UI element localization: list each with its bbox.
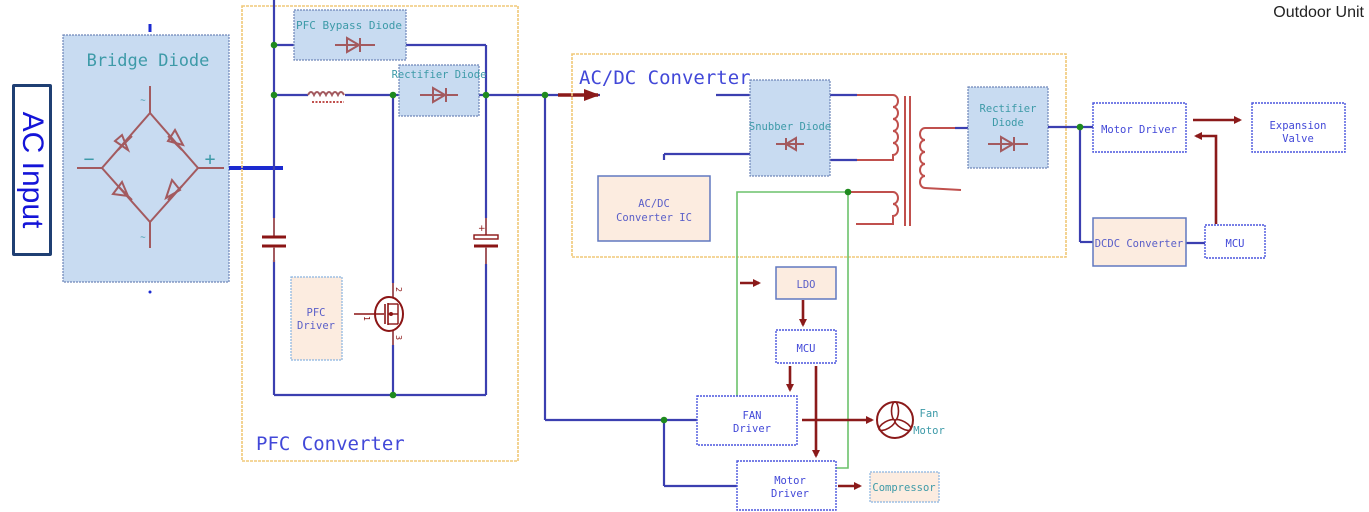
motor-driver-right-label: Motor Driver [1101, 124, 1177, 136]
pfc-output-electrolytic-capacitor: + [473, 218, 499, 264]
pfc-bypass-diode-block: PFC Bypass Diode [293, 9, 407, 61]
pfc-inductor [307, 91, 345, 103]
mosfet-pin-1: 1 [362, 316, 371, 321]
junction-dot [541, 91, 549, 99]
pfc-rectifier-diode-label: Rectifier Diode [392, 69, 487, 81]
junction-dot [1076, 123, 1084, 131]
compressor-block: Compressor [869, 471, 940, 503]
mcu-bottom-label: MCU [797, 343, 816, 355]
pfc-rectifier-diode-block: Rectifier Diode [392, 64, 487, 117]
bridge-ac-tilde-top: ~ [140, 96, 146, 106]
acdc-rectifier-diode-block: Rectifier Diode [967, 86, 1049, 169]
fan-driver-line2: Driver [733, 423, 771, 435]
acdc-ic-line2: Converter IC [616, 212, 692, 224]
fan-driver-line1: FAN [743, 410, 762, 422]
junction-dot [389, 391, 397, 399]
snubber-diode-block: Snubber Diode [749, 79, 831, 177]
bridge-minus-label: − [84, 149, 95, 170]
mcu-block-right: MCU [1204, 224, 1266, 259]
motor-driver-bottom-line2: Driver [771, 488, 809, 500]
junction-dot [660, 416, 668, 424]
junction-dot [389, 91, 397, 99]
acdc-converter-title: AC/DC Converter [579, 67, 751, 89]
dcdc-converter-block: DCDC Converter [1092, 217, 1187, 267]
mcu-block-bottom: MCU [775, 329, 837, 364]
bridge-plus-label: + [205, 149, 216, 170]
bridge-rectifier-symbol [77, 86, 224, 248]
capacitor-plus-label: + [478, 224, 486, 234]
junction-dot [844, 188, 852, 196]
pfc-converter-title: PFC Converter [256, 433, 405, 455]
bridge-diode-title: Bridge Diode [87, 51, 210, 71]
bridge-diode-block: Bridge Diode − + ~ ~ [62, 24, 230, 294]
pfc-driver-line1: PFC [307, 307, 326, 319]
expansion-valve-line2: Valve [1282, 133, 1314, 145]
fan-motor-line2: Motor [913, 425, 945, 437]
fan-motor-icon [876, 401, 914, 439]
junction-dot [482, 91, 490, 99]
acdc-converter-ic-block: AC/DC Converter IC [597, 175, 711, 242]
expansion-valve-block: Expansion Valve [1251, 102, 1346, 153]
bridge-ac-tilde-bottom: ~ [140, 233, 146, 243]
expansion-valve-line1: Expansion [1270, 120, 1327, 132]
acdc-rectifier-line1: Rectifier [980, 103, 1037, 115]
acdc-ic-line1: AC/DC [638, 198, 670, 210]
fan-driver-block: FAN Driver [696, 395, 798, 446]
acdc-rectifier-line2: Diode [992, 117, 1024, 129]
diagram-title: Outdoor Unit [1273, 4, 1364, 21]
compressor-label: Compressor [872, 482, 935, 494]
pfc-bypass-diode-label: PFC Bypass Diode [296, 19, 402, 32]
fan-motor-line1: Fan [920, 408, 939, 420]
motor-driver-bottom-line1: Motor [774, 475, 806, 487]
right-wiring [1048, 125, 1205, 245]
ldo-block: LDO [775, 266, 837, 300]
junction-dot [270, 41, 278, 49]
snubber-diode-label: Snubber Diode [749, 121, 831, 133]
mcu-right-label: MCU [1226, 238, 1245, 250]
pfc-input-capacitor [262, 218, 286, 262]
ldo-label: LDO [797, 279, 816, 291]
motor-driver-block-bottom: Motor Driver [736, 460, 837, 511]
motor-driver-block-right: Motor Driver [1092, 102, 1187, 153]
flyback-transformer [850, 94, 962, 226]
mosfet-pin-3: 3 [394, 335, 403, 340]
pfc-driver-line2: Driver [297, 320, 335, 332]
ac-input-label: AC Input [12, 84, 52, 256]
mcu-to-motor-driver-arrow [1194, 132, 1218, 224]
dc-bus-wiring [543, 95, 737, 488]
junction-dot [270, 91, 278, 99]
mosfet-pin-2: 2 [394, 287, 403, 292]
pfc-driver-block: PFC Driver [290, 276, 343, 361]
acdc-wiring [662, 93, 857, 162]
pfc-mosfet-symbol: 1 2 3 [354, 283, 404, 345]
pfc-converter-frame [241, 5, 519, 462]
acdc-converter-frame [571, 53, 1067, 258]
dcdc-converter-label: DCDC Converter [1095, 238, 1184, 250]
